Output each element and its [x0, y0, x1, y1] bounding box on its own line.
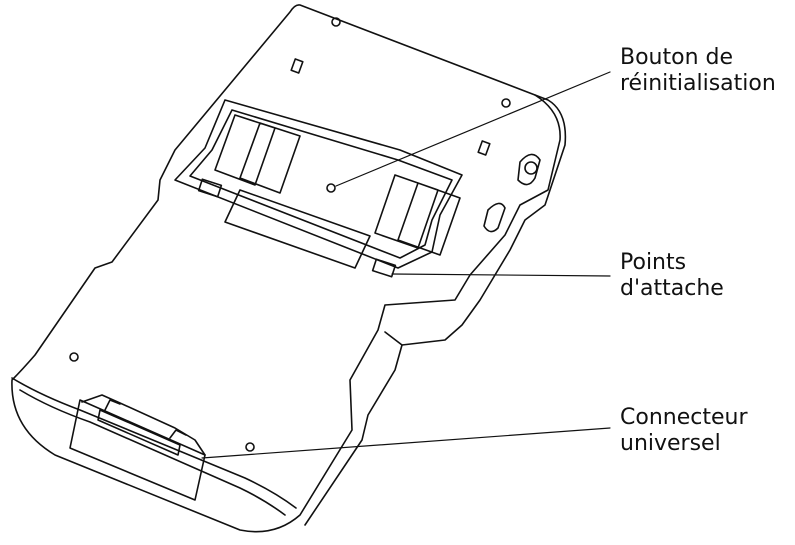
screw-hole [69, 352, 79, 362]
callout-reset-line1: Bouton de [620, 45, 734, 70]
side-button [517, 153, 541, 186]
slot-top-right [477, 140, 491, 156]
callout-connector-line2: universel [620, 431, 721, 456]
bottom-cap [11, 377, 297, 509]
connector-slot [97, 409, 181, 456]
side-slot [483, 202, 506, 233]
leader-attach [391, 273, 611, 277]
connector-housing [69, 399, 206, 501]
callout-reset-line2: réinitialisation [620, 71, 776, 96]
contact-strips-left [214, 114, 301, 194]
device-side-edge [384, 94, 567, 346]
leader-reset [335, 71, 611, 187]
connector-top [81, 394, 206, 456]
callout-attach-line1: Points [620, 250, 687, 275]
contact-strips-right [374, 174, 461, 256]
screw-hole [331, 17, 341, 27]
connector-tabs [104, 399, 187, 439]
label-plate [224, 189, 371, 269]
reset-hole [326, 183, 336, 193]
leader-connector [201, 427, 611, 459]
callout-attach-line2: d'attache [620, 276, 724, 301]
side-jack [524, 161, 538, 175]
screw-hole [501, 98, 511, 108]
device-side-edge-lower [304, 344, 403, 526]
callout-reset-button: Bouton de réinitialisation [620, 45, 776, 97]
screw-hole [245, 442, 255, 452]
bottom-cap-edge [19, 389, 286, 516]
callout-attach-points: Points d'attache [620, 250, 724, 302]
attach-tab-left [197, 178, 223, 198]
battery-panel-inner [189, 109, 453, 259]
callout-universal-connector: Connecteur universel [620, 405, 748, 457]
slot-top-left [290, 58, 304, 74]
attach-tab-right [371, 258, 397, 278]
device-outline [11, 4, 561, 533]
callout-connector-line1: Connecteur [620, 405, 748, 430]
